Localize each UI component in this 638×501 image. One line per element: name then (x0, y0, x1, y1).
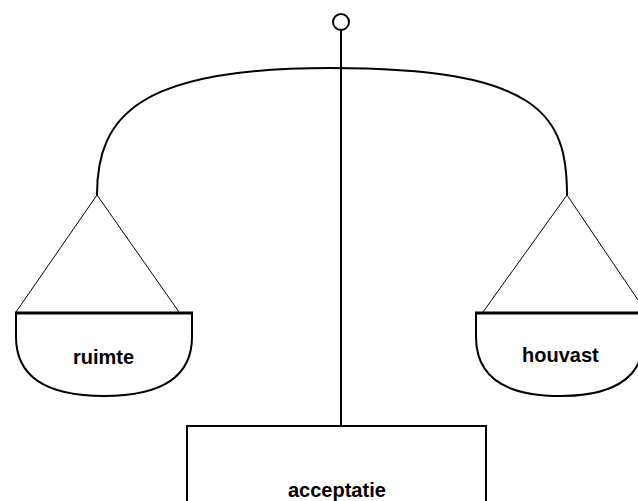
scale-pole (340, 30, 342, 426)
pan-label: ruimte (73, 345, 134, 369)
base-label: acceptatie (288, 478, 386, 501)
pan-label: houvast (522, 343, 599, 367)
hanging-ring (333, 14, 349, 30)
pan-string (483, 195, 567, 312)
scale-pan: ruimte (15, 311, 193, 397)
scale-beam (97, 68, 567, 195)
base-box: acceptatie (186, 425, 487, 501)
pan-string (567, 195, 638, 300)
scale-pan: houvast (475, 311, 638, 397)
pan-string (16, 195, 97, 312)
pan-string (97, 195, 179, 312)
